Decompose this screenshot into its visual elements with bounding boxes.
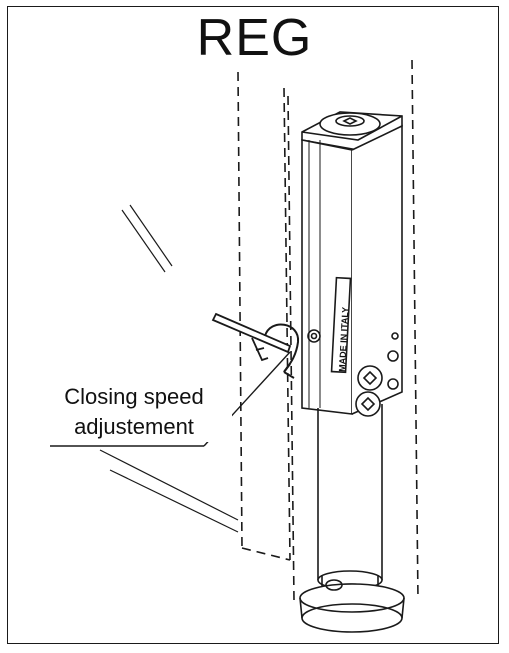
drawing-frame (7, 6, 499, 644)
hinge-body (301, 124, 403, 415)
column-outline (287, 59, 419, 601)
adjustment-screws (307, 329, 399, 417)
callout-line-1: Closing speed (64, 384, 204, 409)
hinge-cylinder (317, 404, 383, 601)
hinge-top-cap (301, 111, 403, 151)
glass-panel-outline (237, 71, 291, 561)
closing-speed-callout: Closing speed adjustement (36, 382, 232, 442)
base-plate (299, 579, 405, 633)
callout-line-2: adjustement (74, 414, 194, 439)
rotation-arrow (264, 323, 300, 379)
made-in-italy-stamp: MADE IN ITALY (337, 307, 350, 372)
glass-reflection (99, 204, 239, 533)
hex-key (211, 312, 292, 362)
diagram-title: REG (196, 9, 313, 67)
